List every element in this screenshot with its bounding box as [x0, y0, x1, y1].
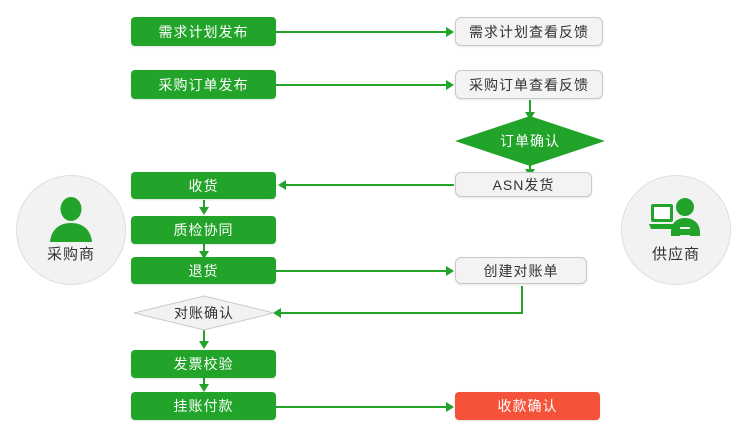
- node-demand-plan-feedback[interactable]: 需求计划查看反馈: [455, 17, 603, 46]
- node-label: 发票校验: [173, 356, 234, 372]
- node-receive-goods[interactable]: 收货: [131, 172, 276, 199]
- node-invoice-verify[interactable]: 发票校验: [131, 350, 276, 378]
- node-payment-posting[interactable]: 挂账付款: [131, 392, 276, 420]
- edge-return-goods-to-create-statement: [276, 270, 446, 272]
- node-po-feedback[interactable]: 采购订单查看反馈: [455, 70, 603, 99]
- edge-po-feedback-to-order-confirm: [529, 100, 531, 114]
- node-label: 退货: [188, 262, 219, 279]
- node-label: 采购订单查看反馈: [469, 76, 589, 93]
- arrowhead-invoice-verify: [199, 341, 209, 349]
- diamond-shape-grey: [133, 295, 275, 331]
- edge-po-publish-to-feedback: [276, 84, 446, 86]
- node-asn-ship[interactable]: ASN发货: [455, 172, 592, 197]
- edge-receive-goods-to-quality-check: [203, 200, 205, 212]
- arrowhead-payment-posting: [199, 384, 209, 392]
- node-label: 收货: [188, 177, 219, 194]
- node-label: 挂账付款: [173, 398, 234, 414]
- arrowhead-statement-confirm: [273, 308, 281, 318]
- node-create-statement[interactable]: 创建对账单: [455, 257, 587, 284]
- node-label: ASN发货: [492, 176, 555, 193]
- arrowhead-create-statement: [446, 266, 454, 276]
- edge-demand-plan-publish-to-feedback: [276, 31, 446, 33]
- arrowhead-quality-check: [199, 207, 209, 215]
- actor-label: 采购商: [46, 246, 95, 263]
- edge-asn-to-receive-goods: [286, 184, 454, 186]
- node-label: 采购订单发布: [158, 76, 249, 93]
- edge-create-statement-down: [521, 286, 523, 314]
- edge-payment-posting-to-payment-received: [276, 406, 446, 408]
- node-statement-confirm[interactable]: 对账确认: [133, 295, 275, 331]
- node-return-goods[interactable]: 退货: [131, 257, 276, 284]
- edge-create-statement-to-statement-confirm: [281, 312, 523, 314]
- actor-label: 供应商: [651, 246, 700, 263]
- person-computer-icon: [649, 198, 700, 236]
- actor-supplier[interactable]: 供应商: [621, 175, 731, 285]
- diamond-shape-green: [455, 116, 605, 166]
- node-label: 质检协同: [173, 222, 234, 238]
- arrowhead-payment-received: [446, 402, 454, 412]
- node-label: 创建对账单: [483, 262, 559, 279]
- person-icon: [50, 197, 92, 242]
- node-order-confirm[interactable]: 订单确认: [455, 116, 605, 166]
- node-label: 订单确认: [500, 133, 560, 149]
- node-demand-plan-publish[interactable]: 需求计划发布: [131, 17, 276, 46]
- arrowhead-demand-plan-feedback: [446, 27, 454, 37]
- arrowhead-return-goods: [199, 251, 209, 259]
- node-label: 需求计划发布: [158, 23, 249, 40]
- node-payment-received[interactable]: 收款确认: [455, 392, 600, 420]
- edge-statement-confirm-to-invoice-verify: [203, 330, 205, 346]
- node-po-publish[interactable]: 采购订单发布: [131, 70, 276, 99]
- edge-quality-check-to-return-goods: [203, 244, 205, 256]
- node-label: 收款确认: [497, 398, 558, 414]
- node-label: 对账确认: [174, 305, 234, 321]
- actor-buyer[interactable]: 采购商: [16, 175, 126, 285]
- arrowhead-po-feedback: [446, 80, 454, 90]
- node-quality-check[interactable]: 质检协同: [131, 216, 276, 244]
- node-label: 需求计划查看反馈: [469, 23, 589, 40]
- arrowhead-receive-goods: [278, 180, 286, 190]
